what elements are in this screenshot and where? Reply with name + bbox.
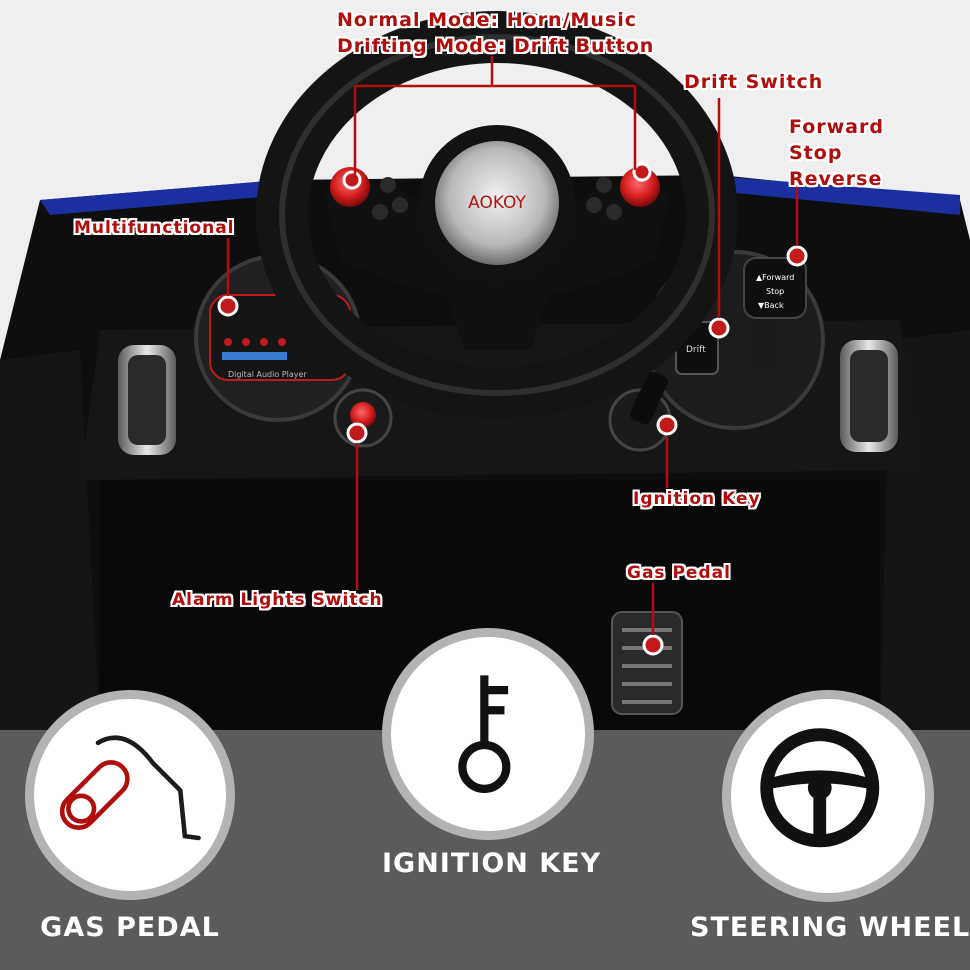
- blue-trim-left: [40, 180, 285, 215]
- ignition-key-circle: [382, 628, 594, 840]
- steering-wheel-icon: [760, 728, 880, 848]
- svg-text:Stop: Stop: [766, 287, 784, 296]
- brand-logo: AOKOY: [468, 193, 526, 213]
- dashboard-scene: Digital Audio Player MUSIC Drift ▲Forwar…: [0, 0, 970, 730]
- blue-trim-right: [700, 175, 960, 215]
- callout-drift-button: Drifting Mode: Drift Button: [337, 35, 655, 57]
- ignition-marker: [656, 414, 678, 436]
- ignition-key-label: IGNITION KEY: [382, 848, 602, 879]
- ignition-key-body: [630, 371, 668, 425]
- callout-stop: Stop: [789, 142, 843, 164]
- drift-switch-marker: [708, 317, 730, 339]
- steering-wheel: AOKOY: [256, 11, 738, 419]
- gear-lever-knob: [743, 257, 807, 319]
- svg-text:▼Back: ▼Back: [758, 301, 784, 310]
- gas-pedal-marker: [642, 634, 664, 656]
- gas-pedal-shape: [611, 611, 683, 715]
- key-icon: [458, 675, 511, 794]
- callout-lines: [226, 56, 799, 635]
- callout-gas-pedal: Gas Pedal: [627, 563, 731, 583]
- svg-text:Drift: Drift: [686, 345, 706, 355]
- door-left: [0, 350, 100, 730]
- callout-alarm-lights: Alarm Lights Switch: [172, 590, 383, 610]
- multifunction-marker: [217, 295, 239, 317]
- callout-multifunctional: Multifunctional: [74, 218, 235, 238]
- callout-forward: Forward: [789, 116, 884, 138]
- alarm-marker: [346, 422, 368, 444]
- gas-pedal-circle: [25, 690, 235, 900]
- svg-text:▲Forward: ▲Forward: [756, 273, 794, 282]
- callout-drift-switch: Drift Switch: [684, 71, 824, 93]
- gas-pedal-icon: [59, 735, 201, 841]
- steering-wheel-label: STEERING WHEEL: [690, 912, 970, 943]
- steering-wheel-circle: [722, 690, 934, 902]
- gear-marker: [786, 245, 808, 267]
- callout-ignition-key: Ignition Key: [633, 489, 761, 509]
- gas-pedal-label: GAS PEDAL: [40, 912, 220, 943]
- audio-player-label: Digital Audio Player: [228, 370, 307, 379]
- callout-reverse: Reverse: [789, 168, 883, 190]
- callout-horn-music: Normal Mode: Horn/Music: [337, 9, 638, 31]
